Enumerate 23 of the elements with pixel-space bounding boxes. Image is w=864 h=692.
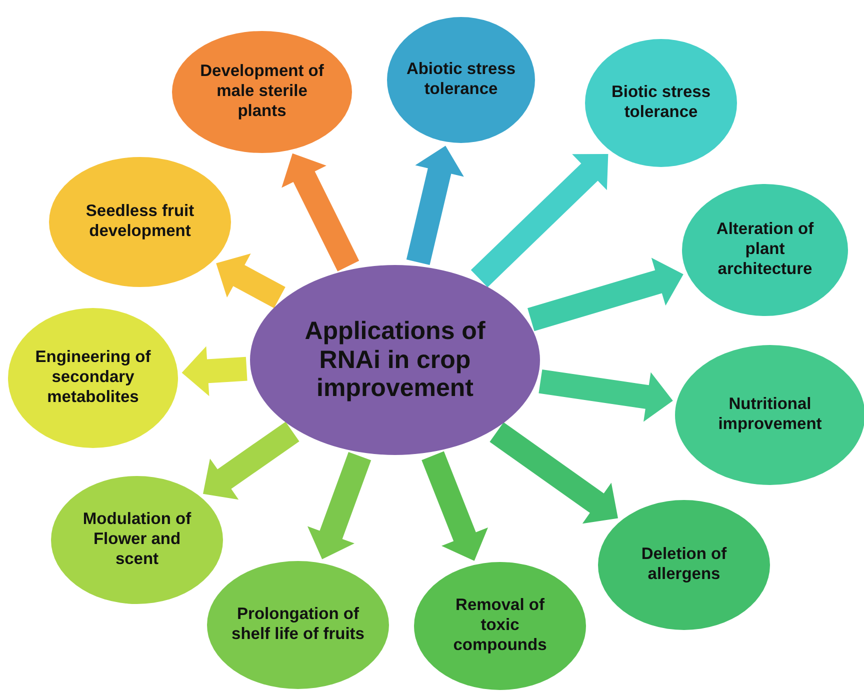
block-arrow xyxy=(422,451,488,561)
block-arrow xyxy=(406,146,464,265)
application-label: Engineering of secondary metabolites xyxy=(34,348,152,408)
block-arrow xyxy=(470,154,608,288)
block-arrow xyxy=(216,254,286,308)
application-label: Modulation of Flower and scent xyxy=(82,510,192,570)
application-label: Development of male sterile plants xyxy=(199,62,325,122)
block-arrow xyxy=(490,422,618,524)
application-label: Biotic stress tolerance xyxy=(610,83,712,123)
application-label: Abiotic stress tolerance xyxy=(406,60,516,100)
block-arrow xyxy=(308,452,372,560)
block-arrow xyxy=(538,370,673,422)
block-arrow xyxy=(528,258,684,332)
application-label: Alteration of plant architecture xyxy=(715,220,815,280)
block-arrow xyxy=(282,153,360,272)
application-label: Deletion of allergens xyxy=(640,545,728,585)
application-label: Removal of toxic compounds xyxy=(452,596,548,656)
block-arrow xyxy=(203,422,300,500)
diagram-heading: Applications of RNAi in crop improvement xyxy=(304,316,486,404)
application-label: Nutritional improvement xyxy=(717,395,823,435)
application-label: Prolongation of shelf life of fruits xyxy=(230,605,366,645)
application-label: Seedless fruit development xyxy=(84,202,196,242)
block-arrow xyxy=(182,346,248,396)
